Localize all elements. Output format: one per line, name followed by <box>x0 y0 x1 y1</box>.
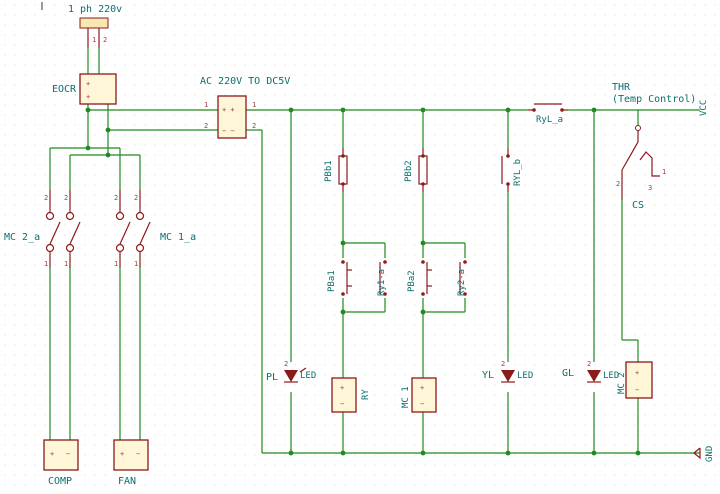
supply-label: 1 ph 220v <box>68 4 122 15</box>
cs-switch: 2 3 1 CS <box>616 141 666 211</box>
eocr-block: + + EOCR <box>52 73 117 105</box>
fan-label: FAN <box>118 476 136 487</box>
svg-text:+: + <box>86 80 90 88</box>
eocr-label: EOCR <box>52 84 77 95</box>
pba2-label: PBa2 <box>407 270 417 292</box>
svg-text:2: 2 <box>134 194 138 202</box>
svg-text:1: 1 <box>64 260 68 268</box>
pbb1-label: PBb1 <box>324 160 334 182</box>
pba1-switch: PBa1 <box>327 260 352 296</box>
pbb2-label: PBb2 <box>404 160 414 182</box>
pl-label: PL <box>266 372 278 383</box>
pba1-label: PBa1 <box>327 270 337 292</box>
thr-contact: THR (Temp Control) <box>612 82 696 142</box>
svg-text:+ +: + + <box>222 106 235 114</box>
mc2a-label: MC 2_a <box>4 232 40 243</box>
mc2-coil: + − MC 2 <box>617 361 653 399</box>
ry1a-label: Ry1-a <box>377 269 387 296</box>
svg-text:+: + <box>340 384 344 392</box>
pbb1-switch: PBb1 <box>324 148 348 192</box>
svg-text:3: 3 <box>648 184 652 192</box>
gl-led: 2 LED GL <box>562 360 619 383</box>
yl-led-text: LED <box>517 371 533 381</box>
ry-coil: + − RY <box>331 377 371 413</box>
ry1a-contact: Ry1-a <box>377 260 387 296</box>
svg-text:−: − <box>635 386 639 394</box>
svg-text:1: 1 <box>252 101 256 109</box>
svg-text:+: + <box>420 384 424 392</box>
fan-motor: + − FAN <box>113 439 149 487</box>
ryl-a-label: RyL_a <box>536 115 563 125</box>
psu-label: AC 220V TO DC5V <box>200 76 290 87</box>
svg-text:− −: − − <box>222 127 235 135</box>
svg-text:−: − <box>420 400 424 408</box>
svg-text:2: 2 <box>64 194 68 202</box>
supply-connector: 1 2 1 ph 220v <box>68 4 122 48</box>
mc2-label: MC 2 <box>617 372 627 394</box>
ryl-b-contact: RYL_b <box>501 148 523 192</box>
gl-led-text: LED <box>603 371 619 381</box>
svg-text:−: − <box>136 450 140 458</box>
mc1a-label: MC 1_a <box>160 232 196 243</box>
svg-text:2: 2 <box>44 194 48 202</box>
svg-text:1: 1 <box>134 260 138 268</box>
svg-text:1: 1 <box>114 260 118 268</box>
svg-text:2: 2 <box>587 360 591 368</box>
svg-text:2: 2 <box>252 122 256 130</box>
pl-led-text: LED <box>300 371 316 381</box>
pbb2-switch: PBb2 <box>404 148 428 192</box>
ry2a-label: Ry2-a <box>457 269 467 296</box>
gnd-label: GND <box>705 446 715 462</box>
svg-text:−: − <box>340 400 344 408</box>
svg-text:2: 2 <box>616 180 620 188</box>
comp-motor: + − COMP <box>43 439 79 487</box>
supply-pin-2: 2 <box>103 36 107 44</box>
thr-sub-label: (Temp Control) <box>612 94 696 105</box>
cs-label: CS <box>632 200 644 211</box>
thr-label: THR <box>612 82 631 93</box>
junctions <box>85 107 641 456</box>
supply-pin-1: 1 <box>92 36 96 44</box>
yl-label: YL <box>482 370 494 381</box>
svg-text:+: + <box>50 450 54 458</box>
svg-text:1: 1 <box>662 168 666 176</box>
svg-text:−: − <box>66 450 70 458</box>
svg-text:2: 2 <box>501 360 505 368</box>
svg-text:+: + <box>635 369 639 377</box>
svg-text:2: 2 <box>204 122 208 130</box>
comp-label: COMP <box>48 476 72 487</box>
psu-block: + + − − 1 2 1 2 AC 220V TO DC5V <box>200 76 290 139</box>
ryl-b-label: RYL_b <box>513 159 523 186</box>
ryl-a-contact: RyL_a <box>528 103 568 125</box>
vcc-label: VCC <box>699 100 709 116</box>
gnd-symbol: GND <box>693 446 715 462</box>
svg-text:1: 1 <box>204 101 208 109</box>
wires <box>49 48 700 454</box>
vcc-flag: VCC <box>699 100 709 116</box>
svg-text:+: + <box>86 93 90 101</box>
contactor-contacts: 2 1 2 1 2 1 2 1 <box>4 190 196 268</box>
mc1-label: MC 1 <box>401 386 411 408</box>
svg-text:2: 2 <box>284 360 288 368</box>
pba2-switch: PBa2 <box>407 260 432 296</box>
svg-text:+: + <box>120 450 124 458</box>
yl-led: 2 LED YL <box>482 360 533 383</box>
pl-led: 2 LED PL <box>266 360 316 383</box>
svg-text:1: 1 <box>44 260 48 268</box>
ry-label: RY <box>361 389 371 400</box>
gl-label: GL <box>562 368 574 379</box>
mc1-coil: + − MC 1 <box>401 377 437 413</box>
svg-text:2: 2 <box>114 194 118 202</box>
ry2a-contact: Ry2-a <box>457 260 467 296</box>
